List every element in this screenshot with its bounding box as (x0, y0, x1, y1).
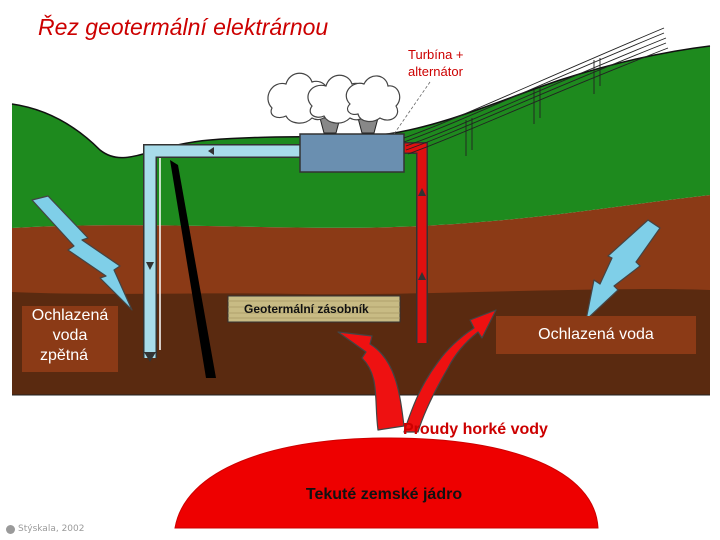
turbine-label: Turbína + alternátor (408, 46, 464, 80)
credit-text: Stýskala, 2002 (18, 524, 85, 534)
cold-water-arrows (31, 195, 661, 321)
liquid-core (174, 437, 599, 529)
cooled-water-right-label: Ochlazená voda (496, 316, 696, 354)
turbine-label-pointer (393, 81, 431, 135)
cooled-water-left-line2: voda (52, 327, 88, 344)
page-title: Řez geotermální elektrárnou (38, 14, 329, 40)
cooled-water-left-line1: Ochlazená (31, 307, 109, 324)
turbine-label-line1: Turbína + (408, 47, 464, 62)
cooled-water-return-label: zpětná (22, 346, 118, 372)
hot-water-arrows (337, 309, 497, 433)
reservoir-label: Geotermální zásobník (244, 302, 369, 316)
deep-rock-layer (12, 270, 710, 395)
turbine-housing (299, 133, 405, 173)
turbine-label-line2: alternátor (408, 64, 463, 79)
power-lines (403, 27, 669, 156)
cold-water-pipe (143, 144, 302, 362)
cooled-water-left-label: Ochlazená voda (22, 306, 118, 346)
geological-fault (170, 160, 216, 378)
copyright-icon (6, 524, 15, 534)
brown-soil-layer (12, 195, 710, 295)
geothermal-reservoir (227, 295, 401, 323)
credit: Stýskala, 2002 (6, 524, 84, 534)
steam-clouds (267, 72, 401, 124)
hot-water-flows-label: Proudy horké vody (403, 421, 548, 438)
liquid-core-label: Tekuté zemské jádro (305, 486, 463, 503)
hot-water-pipe (404, 142, 428, 343)
